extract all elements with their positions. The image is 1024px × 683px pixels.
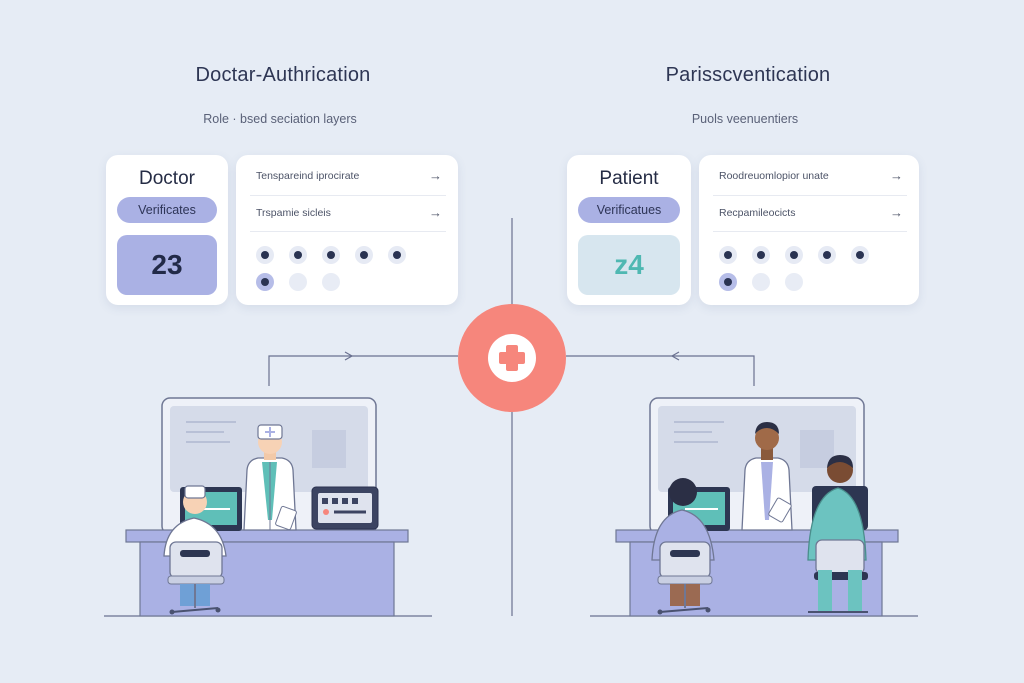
divider <box>713 231 907 232</box>
doctor-list-card: Tenspareind iprocirate → Trspamie siclei… <box>236 155 458 305</box>
right-heading: Parisscventication <box>665 64 831 86</box>
chair-back <box>815 539 865 575</box>
left-connector-arrow <box>344 351 354 361</box>
patient-status-dot[interactable] <box>851 246 869 264</box>
patient-status-dot[interactable] <box>785 273 803 291</box>
patient-status-dot[interactable] <box>719 273 737 291</box>
arrow-right-icon: → <box>890 168 903 183</box>
patient-status-dot[interactable] <box>752 246 770 264</box>
back-monitor <box>161 397 377 535</box>
patient-role-card: Patient Verificatues z4 <box>567 155 691 305</box>
desk-monitor <box>180 487 242 531</box>
left-heading: Doctar-Authrication <box>195 64 371 86</box>
patient-dot-grid <box>699 155 919 305</box>
doctor-status-dot[interactable] <box>388 246 406 264</box>
right-connector-line <box>566 355 755 386</box>
patient-role-title: Patient <box>599 168 659 189</box>
divider <box>250 195 446 196</box>
divider <box>713 195 907 196</box>
patient-list-row-1[interactable]: Roodreuomlopior unate → <box>719 160 903 192</box>
doctor-verification-pill[interactable]: Verificates <box>117 197 217 223</box>
patient-list-card: Roodreuomlopior unate → Recpamileocicts … <box>699 155 919 305</box>
right-subheading: Puols veenuentiers <box>691 112 799 126</box>
doctor-list-row-2[interactable]: Trspamie sicleis → <box>256 197 442 229</box>
patient-list-row-2[interactable]: Recpamileocicts → <box>719 197 903 229</box>
chair-back <box>659 541 711 579</box>
patient-scene <box>590 397 918 617</box>
doctor-status-dot[interactable] <box>256 246 274 264</box>
left-subheading: Role · bsed seciation layers <box>203 112 357 126</box>
divider <box>250 231 446 232</box>
doctor-role-title: Doctor <box>139 168 195 189</box>
doctor-status-dot[interactable] <box>289 273 307 291</box>
doctor-list-row-1-label: Tenspareind iprocirate <box>256 170 360 182</box>
patient-status-dot[interactable] <box>818 246 836 264</box>
right-connector-arrow <box>670 351 680 361</box>
doctor-status-dot[interactable] <box>256 273 274 291</box>
desk-top <box>125 529 409 543</box>
patient-status-dot[interactable] <box>785 246 803 264</box>
medical-cross-badge[interactable] <box>458 304 566 412</box>
patient-status-dot[interactable] <box>719 246 737 264</box>
device-panel <box>311 486 379 530</box>
desk-body <box>629 541 883 617</box>
patient-number-box: z4 <box>578 235 680 295</box>
chair-back <box>169 541 223 579</box>
patient-list-row-2-label: Recpamileocicts <box>719 207 796 219</box>
doctor-list-row-2-label: Trspamie sicleis <box>256 207 331 219</box>
doctor-role-card: Doctor Verificates 23 <box>106 155 228 305</box>
desk-monitor <box>668 487 730 531</box>
doctor-status-dot[interactable] <box>355 246 373 264</box>
doctor-status-dot[interactable] <box>322 246 340 264</box>
plus-icon-bg <box>488 334 536 382</box>
doctor-number-box: 23 <box>117 235 217 295</box>
doctor-status-dot[interactable] <box>289 246 307 264</box>
left-connector-line <box>268 355 458 386</box>
doctor-scene <box>104 397 432 617</box>
back-monitor <box>649 397 865 535</box>
doctor-dot-grid <box>236 155 458 305</box>
arrow-right-icon: → <box>890 205 903 220</box>
monitor-screen <box>170 406 368 492</box>
monitor-screen <box>658 406 856 492</box>
patient-status-dot[interactable] <box>752 273 770 291</box>
doctor-status-dot[interactable] <box>322 273 340 291</box>
arrow-right-icon: → <box>429 205 442 220</box>
doctor-list-row-1[interactable]: Tenspareind iprocirate → <box>256 160 442 192</box>
arrow-right-icon: → <box>429 168 442 183</box>
patient-verification-pill[interactable]: Verificatues <box>578 197 680 223</box>
patient-list-row-1-label: Roodreuomlopior unate <box>719 170 829 182</box>
desk-body <box>139 541 395 617</box>
medical-cross-icon <box>499 345 525 371</box>
desk-top <box>615 529 899 543</box>
